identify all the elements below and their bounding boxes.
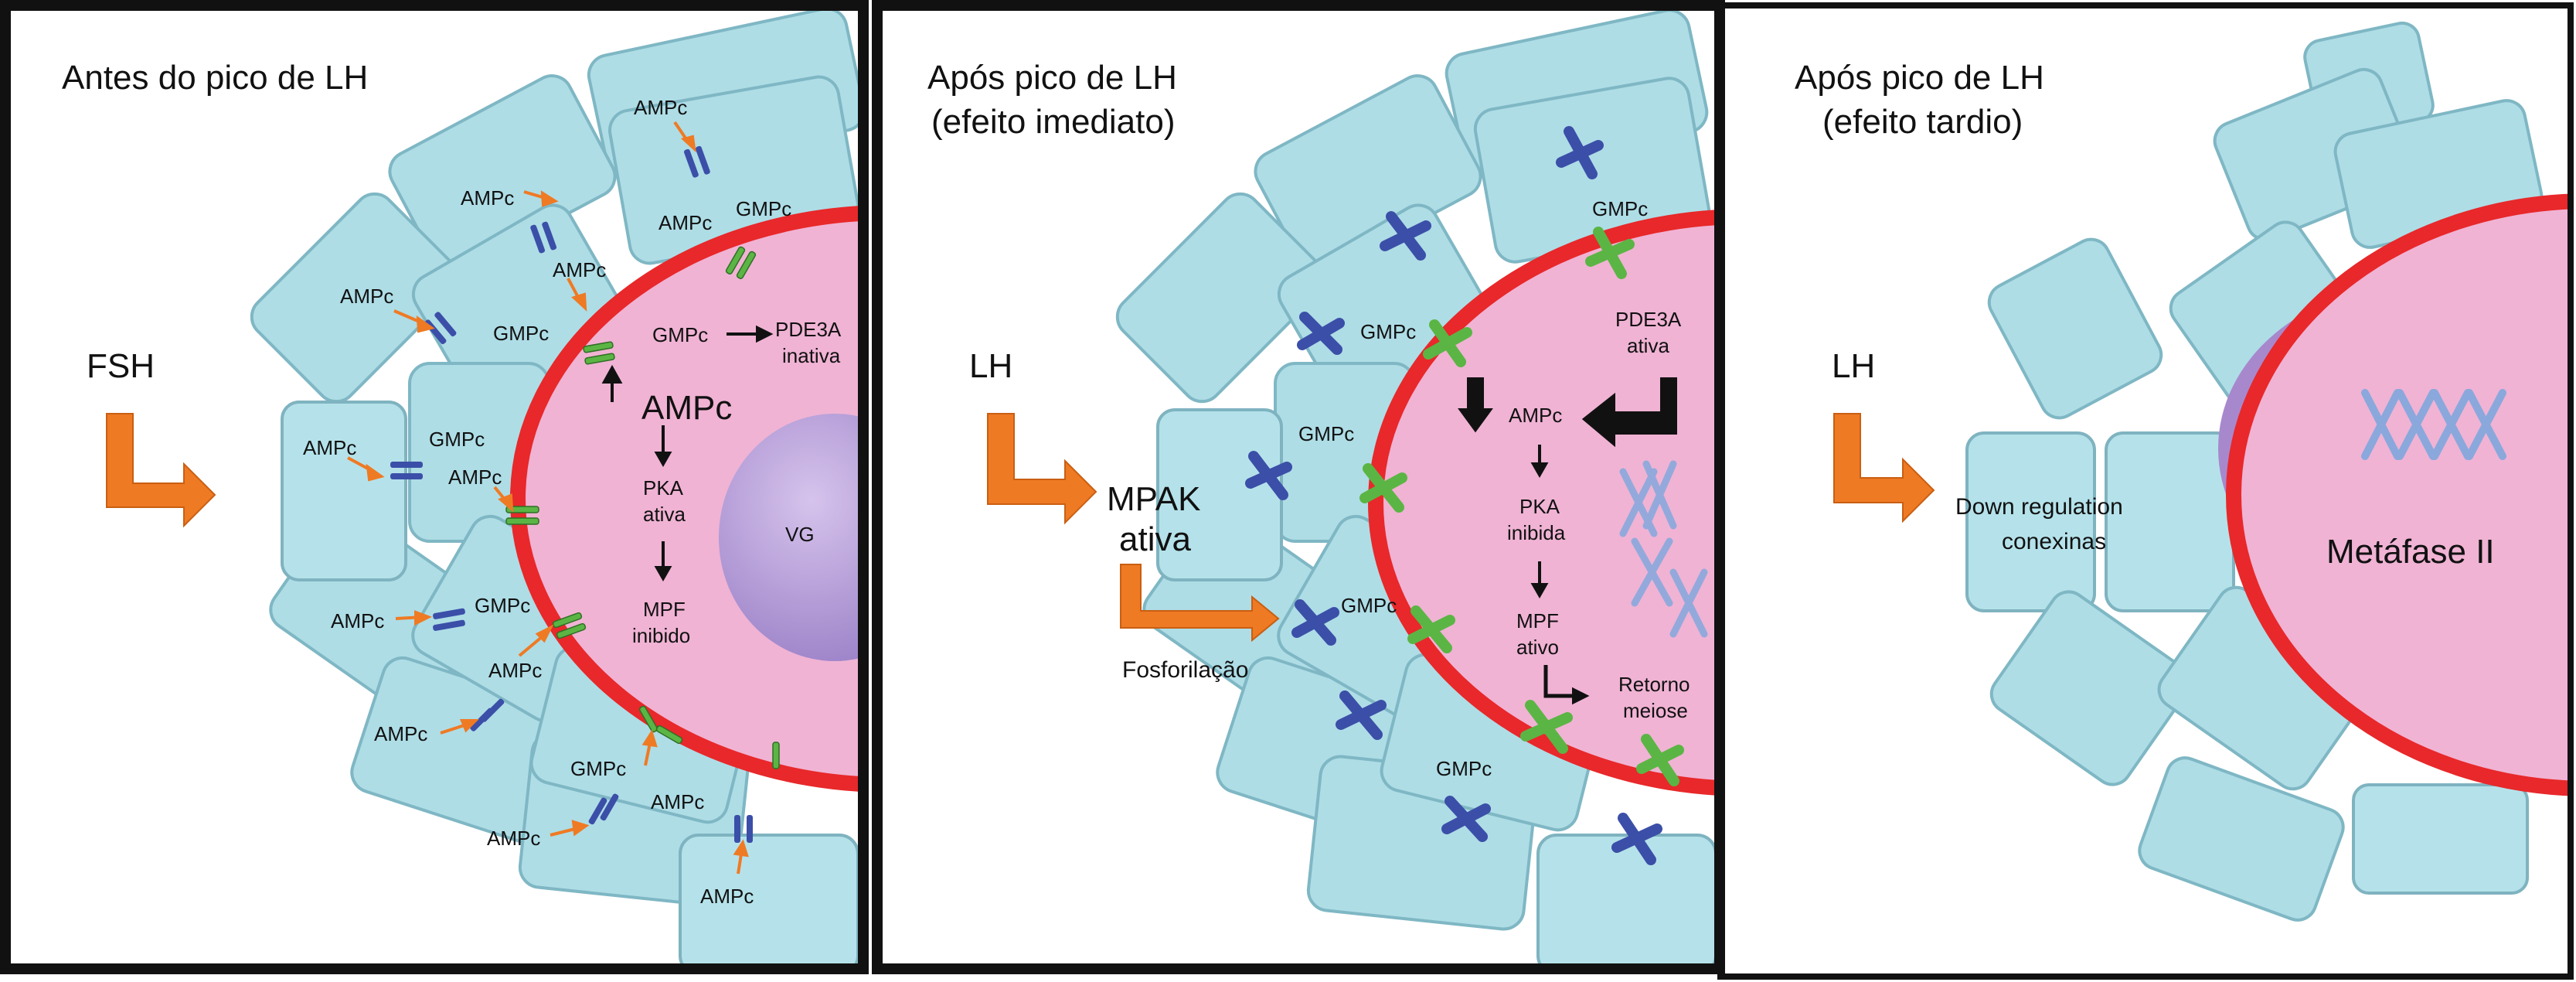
panel-before-lh: Antes do pico de LH FSH AMPc AMPc AMPc A…	[62, 8, 858, 967]
gmpc-label: GMPc	[493, 322, 549, 345]
stimulus-label: LH	[969, 347, 1012, 385]
pathway-arrows	[1458, 377, 1677, 705]
panel-lh-immediate: Após pico de LH (efeito imediato) LH MPA…	[927, 9, 1716, 967]
mpak-label: MPAK	[1107, 480, 1200, 518]
germinal-vesicle	[719, 414, 858, 661]
ampc-label: AMPc	[340, 285, 393, 308]
blocked-junctions-blue	[1245, 126, 1662, 865]
gap-junctions-blue	[390, 145, 753, 843]
gmpc-label: GMPc	[1298, 422, 1354, 445]
blocked-junctions-green	[1359, 227, 1684, 786]
ampc-label: AMPc	[658, 211, 712, 234]
mpf-label: MPF	[1516, 609, 1559, 633]
ampc-label: AMPc	[303, 436, 356, 459]
metafase-label: Metáfase II	[2326, 533, 2495, 571]
ampc-label: AMPc	[488, 659, 542, 682]
ampc-label: AMPc	[448, 465, 502, 489]
retorno-label: Retorno	[1618, 673, 1690, 696]
stimulus-label: LH	[1832, 347, 1875, 385]
phosphorylation-label: Fosforilação	[1122, 657, 1248, 683]
vg-label: VG	[785, 523, 815, 546]
ampc-label: AMPc	[461, 186, 514, 210]
ampc-label: AMPc	[374, 722, 427, 745]
pde3a-label: PDE3A	[775, 318, 842, 341]
pka-state: ativa	[643, 503, 686, 526]
stimulus-label: FSH	[87, 347, 155, 385]
ampc-label: AMPc	[1509, 404, 1562, 427]
pka-label: PKA	[1519, 495, 1560, 518]
gmpc-label: GMPc	[475, 594, 530, 617]
gmpc-label: GMPc	[429, 428, 485, 451]
mpf-state: ativo	[1516, 636, 1559, 659]
ampc-label: AMPc	[553, 258, 606, 281]
chromosomes	[1619, 460, 1708, 638]
ampc-label: AMPc	[331, 609, 384, 633]
gmpc-label: GMPc	[1341, 594, 1397, 617]
ampc-label: AMPc	[700, 885, 754, 908]
mpf-label: MPF	[643, 598, 686, 621]
pde3a-label: PDE3A	[1615, 308, 1682, 331]
gmpc-label: GMPc	[1360, 320, 1416, 343]
ampc-label: AMPc	[487, 827, 540, 850]
gmpc-label: GMPc	[652, 323, 708, 346]
gmpc-label: GMPc	[570, 757, 626, 780]
gmpc-label: GMPc	[1592, 197, 1648, 220]
lh-arrow	[1833, 413, 1935, 523]
ampc-arrows	[347, 121, 749, 875]
panel-title: Após pico de LH	[927, 59, 1177, 97]
pka-state: inibida	[1507, 521, 1566, 544]
panel-title: Após pico de LH	[1795, 59, 2044, 97]
fsh-arrow	[106, 413, 216, 528]
ampc-label: AMPc	[651, 790, 704, 813]
gmpc-label: GMPc	[1436, 757, 1492, 780]
pde3a-state: ativa	[1627, 334, 1669, 357]
gmpc-label: GMPc	[736, 197, 791, 220]
pde3a-state: inativa	[782, 344, 841, 367]
ampc-center-label: AMPc	[641, 389, 732, 427]
phosphorylation-arrow	[1120, 564, 1280, 643]
pka-label: PKA	[643, 476, 684, 500]
panel-title: Antes do pico de LH	[62, 59, 368, 97]
pathway-arrows	[601, 325, 774, 582]
panel-subtitle: (efeito imediato)	[931, 103, 1175, 141]
panel-subtitle: (efeito tardio)	[1822, 103, 2023, 141]
down-regulation-label: Down regulation	[1955, 494, 2123, 520]
mpak-state: ativa	[1119, 520, 1191, 558]
panel-lh-late: Após pico de LH (efeito tardio) LH Down …	[1795, 21, 2574, 922]
mpf-state: inibido	[632, 624, 690, 647]
lh-arrow	[987, 413, 1097, 525]
gap-junctions-green	[505, 246, 780, 769]
cumulus-cells	[1965, 21, 2544, 922]
ampc-label: AMPc	[634, 96, 687, 119]
conexinas-label: conexinas	[2002, 529, 2106, 554]
chromosomes	[2361, 389, 2506, 460]
meiose-label: meiose	[1623, 699, 1688, 722]
